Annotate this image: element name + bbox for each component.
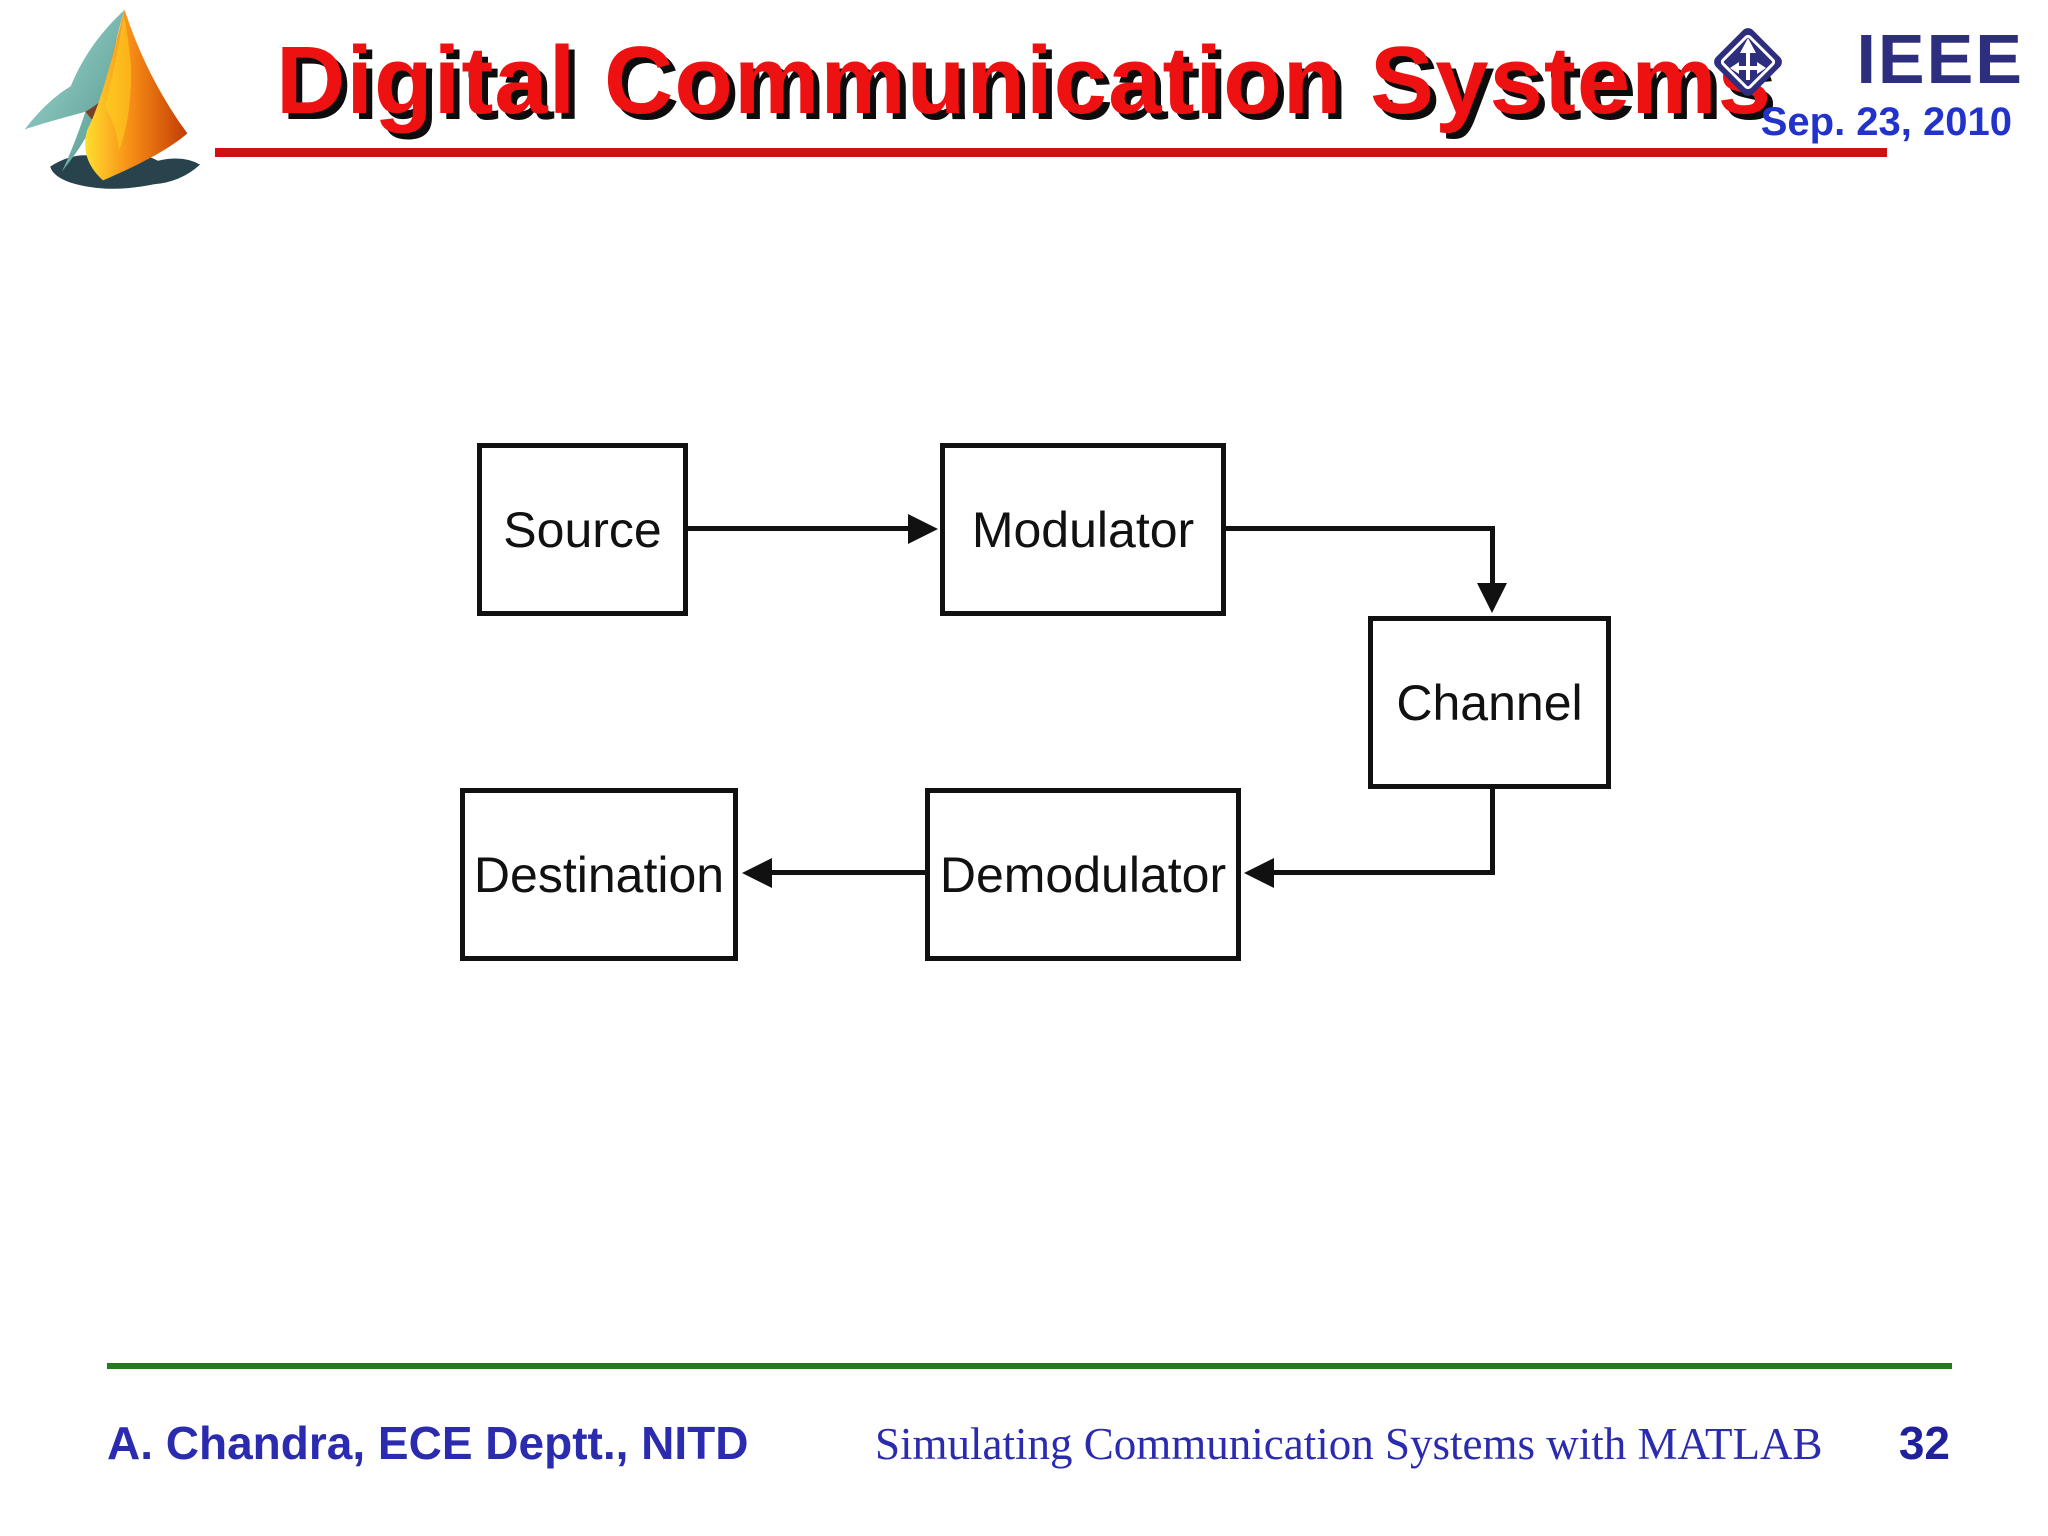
diagram-node-channel: Channel bbox=[1368, 616, 1611, 789]
footer-author: A. Chandra, ECE Deptt., NITD bbox=[107, 1417, 749, 1469]
edge-channel-demodulator-vertical bbox=[1490, 789, 1495, 875]
ieee-block: IEEE Sep. 23, 2010 bbox=[1708, 16, 2028, 146]
diagram-node-modulator: Modulator bbox=[940, 443, 1226, 616]
edge-channel-demodulator-horizontal bbox=[1274, 870, 1495, 875]
page-number: 32 bbox=[1898, 1417, 1950, 1469]
ieee-wordmark: IEEE bbox=[1856, 20, 2024, 98]
arrowhead-left-icon bbox=[1244, 858, 1274, 888]
footer-center-text: Simulating Communication Systems with MA… bbox=[875, 1419, 1823, 1469]
edge-demodulator-destination bbox=[772, 870, 925, 875]
edge-source-modulator bbox=[688, 526, 910, 531]
edge-modulator-channel-vertical bbox=[1490, 526, 1495, 584]
footer-rule bbox=[107, 1363, 1952, 1369]
slide-title: Digital Communication Systems bbox=[276, 27, 1772, 134]
title-underline-rule bbox=[215, 148, 1887, 157]
matlab-logo-icon bbox=[24, 9, 201, 189]
node-label: Destination bbox=[473, 846, 725, 903]
edge-modulator-channel-horizontal bbox=[1226, 526, 1495, 531]
diagram-node-destination: Destination bbox=[460, 788, 738, 961]
diagram-node-source: Source bbox=[477, 443, 688, 616]
arrowhead-right-icon bbox=[908, 514, 938, 544]
presentation-date: Sep. 23, 2010 bbox=[1760, 100, 2012, 144]
arrowhead-left-icon bbox=[742, 858, 772, 888]
arrowhead-down-icon bbox=[1477, 583, 1507, 613]
node-label: Channel bbox=[1396, 674, 1583, 731]
ieee-kite-icon bbox=[1714, 28, 1782, 96]
node-label: Modulator bbox=[971, 501, 1195, 558]
node-label: Demodulator bbox=[939, 846, 1227, 903]
diagram-node-demodulator: Demodulator bbox=[925, 788, 1241, 961]
node-label: Source bbox=[503, 501, 662, 558]
